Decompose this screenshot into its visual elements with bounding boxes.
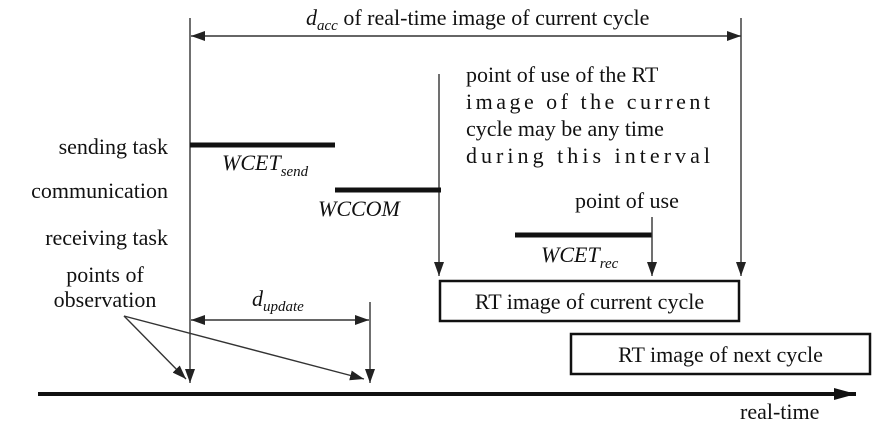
note-line-1: point of use of the RT [466, 62, 659, 87]
observation-pointer-1 [123, 315, 187, 380]
next-cycle-box [569, 332, 872, 376]
wccom-label: WCCOM [318, 196, 402, 221]
communication-label: communication [31, 178, 168, 203]
d-update-label: dupdate [252, 286, 304, 315]
next-cycle-box-label: RT image of next cycle [618, 342, 823, 367]
points-of-observation-label-1: points of [66, 262, 144, 287]
d-acc-label: dacc of real-time image of current cycle [306, 5, 649, 34]
note-line-3: cycle may be any time [466, 116, 664, 141]
wcet-send-label: WCETsend [222, 150, 309, 180]
time-axis-label: real-time [740, 399, 819, 423]
observation-pointer-2 [123, 315, 365, 381]
current-cycle-box [438, 279, 741, 323]
receiving-task-label: receiving task [45, 225, 168, 250]
note-line-4: during this interval [466, 143, 710, 168]
point-of-use-label: point of use [575, 188, 679, 213]
note-line-2: image of the current [466, 89, 710, 114]
wcet-rec-label: WCETrec [541, 242, 619, 272]
points-of-observation-label-2: observation [54, 287, 157, 312]
current-cycle-box-label: RT image of current cycle [475, 289, 704, 314]
sending-task-label: sending task [59, 134, 168, 159]
